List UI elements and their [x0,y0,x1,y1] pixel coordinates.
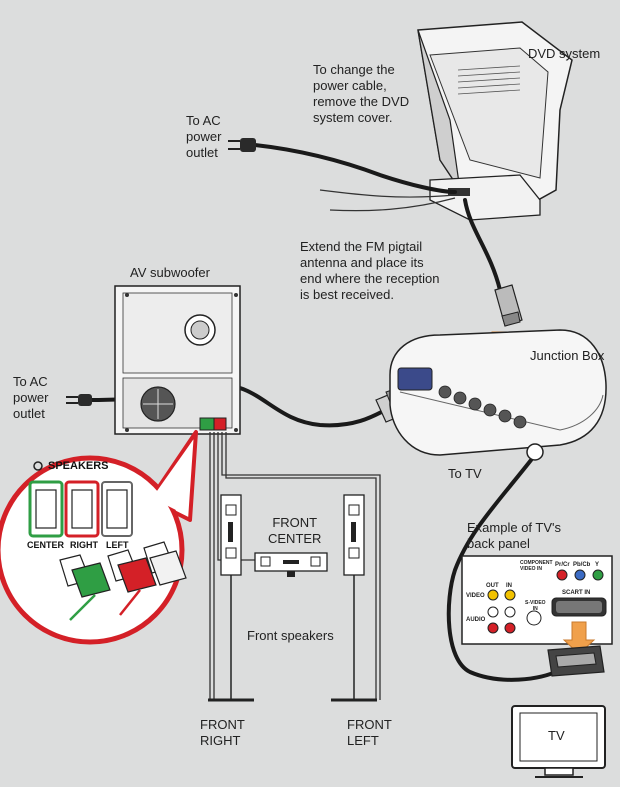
video-label: VIDEO [466,593,485,599]
front-center-speaker-illustration [254,552,328,577]
audio-label: AUDIO [466,617,486,623]
junction-box-illustration [389,329,607,461]
to-tv-label: To TV [448,466,482,481]
pb-cb-label: Pb/Cb [573,562,591,568]
tv-back-panel-illustration [461,555,613,655]
pr-cr-label: Pr/Cr [555,562,570,568]
scart-in-label: SCART IN [562,590,591,596]
front-right-label: FRONT RIGHT [200,717,245,748]
dvd-system-label: DVD system [528,46,601,61]
front-speakers-label: Front speakers [247,628,334,643]
speakers-title: SPEAKERS [48,460,109,472]
ac-outlet-top-label: To AC power outlet [186,113,222,160]
center-terminal-label: CENTER [27,540,65,550]
right-terminal-label: RIGHT [70,540,98,550]
left-terminal-label: LEFT [106,540,129,550]
front-left-label: FRONT LEFT [347,717,392,748]
out-label: OUT [486,583,499,589]
speaker-wires [209,432,381,700]
y-label: Y [595,562,600,568]
dvd-system-illustration [417,21,573,221]
tv-illustration [511,705,606,778]
fm-antenna-note: Extend the FM pigtail antenna and place … [300,239,440,302]
front-left-speaker-illustration [331,494,377,702]
component-video-in-label: COMPONENT VIDEO IN [520,560,553,572]
tv-label: TV [548,728,565,743]
speakers-callout [0,430,198,645]
av-subwoofer-illustration [114,285,241,435]
ac-outlet-left-label: To AC power outlet [13,374,49,421]
power-cable-note: To change the power cable, remove the DV… [313,62,410,125]
power-plug-left [66,394,92,406]
power-plug-top [228,138,256,152]
front-right-speaker-illustration [208,494,254,702]
scart-plug [547,645,605,677]
av-subwoofer-label: AV subwoofer [130,265,210,280]
tv-panel-example-label: Example of TV's back panel [467,520,562,551]
fm-antenna-wires [319,189,456,212]
in-label: IN [506,583,512,589]
junction-box-label: Junction Box [530,348,605,363]
s-video-in-label: S-VIDEO IN [525,600,546,612]
dvd-link-plug [494,284,523,327]
front-center-label: FRONT CENTER [268,515,322,546]
